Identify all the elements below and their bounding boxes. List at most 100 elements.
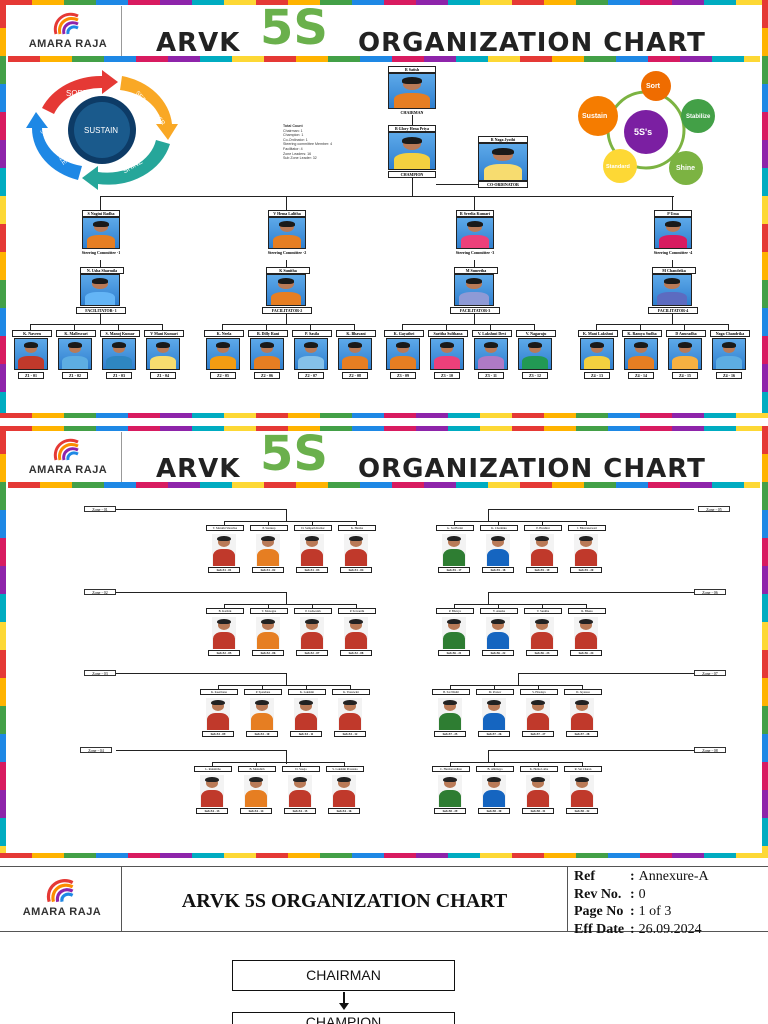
connector-line xyxy=(74,324,75,330)
meta-row: Ref:Annexure-A xyxy=(574,868,764,886)
sub-zone-leader-code: Sub Z8 - 31 xyxy=(522,808,554,814)
meta-colon: : xyxy=(630,904,635,919)
chart-page-1: AMARA RAJA ARVK 5S ORGANIZATION CHART SO… xyxy=(0,0,768,418)
steering-member-role: Steering Committee -3 xyxy=(455,250,495,255)
zone-leader-code: Z3 - 09 xyxy=(390,372,416,379)
connector-line xyxy=(306,685,307,689)
connector-line xyxy=(454,521,586,522)
connector-line xyxy=(262,685,263,689)
connector-line xyxy=(312,521,313,525)
connector-line xyxy=(488,509,489,521)
sub-zone-leader-name: J. Bhuvaneswari xyxy=(568,525,606,531)
connector-line xyxy=(474,314,475,324)
document-title: ARVK 5S ORGANIZATION CHART xyxy=(181,890,508,912)
sub-zone-leader-photo xyxy=(570,775,594,807)
5s-bubbles-graphic: Sort Stabilize Shine Standard Sustain 5S… xyxy=(578,71,715,185)
meta-key: Rev No. xyxy=(574,886,622,902)
facilitator-name: M Chandrika xyxy=(652,267,696,274)
connector-line xyxy=(672,314,673,324)
title-prefix: ARVK xyxy=(156,454,241,482)
sub-zone-leader-photo xyxy=(530,534,554,566)
sub-zone-leader-code: Sub Z4 - 14 xyxy=(240,808,272,814)
zone-tag-left: Zone - 04 xyxy=(80,747,112,753)
connector-line xyxy=(474,196,475,210)
sub-zone-leader-name: K. Hema Latha xyxy=(520,766,558,772)
company-logo: AMARA RAJA xyxy=(14,8,122,54)
connector-line xyxy=(454,604,455,608)
total-count-notes: Total Count Chairman: 1 Champion: 1 Co-O… xyxy=(283,124,332,161)
zone-tag-right: Zone - 08 xyxy=(694,747,726,753)
steering-member-photo xyxy=(268,217,306,249)
meta-key: Page No xyxy=(574,904,624,919)
chairman-name: R Satish xyxy=(388,66,436,73)
sub-zone-leader-photo xyxy=(526,698,550,730)
connector-line xyxy=(116,673,286,674)
champion-photo xyxy=(388,132,436,170)
facilitator-role: FACILITATOR-4 xyxy=(648,307,698,314)
sub-zone-leader-photo xyxy=(256,617,280,649)
sub-zone-leader-name: P. Sravanthi xyxy=(338,608,376,614)
sub-zone-leader-photo xyxy=(200,775,224,807)
steering-member-name: V Hema Lalitha xyxy=(268,210,306,217)
sub-zone-leader-code: Sub Z5 - 18 xyxy=(482,567,514,573)
logo-text: AMARA RAJA xyxy=(22,906,102,918)
zone-leader-photo xyxy=(712,338,746,370)
sub-zone-leader-name: T. Maruthi Shravika xyxy=(206,525,244,531)
connector-line xyxy=(116,592,286,593)
meta-row: Rev No.:0 xyxy=(574,886,764,904)
page-header: AMARA RAJA ARVK 5S ORGANIZATION CHART xyxy=(8,6,760,56)
connector-line xyxy=(454,604,586,605)
steering-member-role: Steering Committee -1 xyxy=(81,250,121,255)
zone-leader-code: Z1 - 01 xyxy=(18,372,44,379)
connector-arrow xyxy=(343,992,345,1006)
sub-zone-leader-code: Sub Z6 - 23 xyxy=(526,650,558,656)
title-5s: 5S xyxy=(260,6,328,56)
color-border-right xyxy=(762,0,768,418)
zone-tag-right: Zone - 07 xyxy=(694,670,726,676)
notes-line: Facilitator: 4 xyxy=(283,146,303,151)
color-border-right xyxy=(762,426,768,858)
meta-colon: : xyxy=(630,869,635,884)
zone-leader-code: Z3 - 10 xyxy=(434,372,460,379)
facilitator-photo xyxy=(266,274,306,306)
connector-line xyxy=(212,762,213,766)
sub-zone-leader-name: K. Charmika xyxy=(480,525,518,531)
sub-zone-leader-code: Sub Z5 - 17 xyxy=(438,567,470,573)
sub-zone-leader-name: R. Sai Charan xyxy=(564,766,602,772)
zone-leader-name: K. Neela xyxy=(204,330,244,337)
connector-line xyxy=(116,750,286,751)
connector-line xyxy=(100,314,101,324)
zone-leader-photo xyxy=(206,338,240,370)
zone-leader-photo xyxy=(430,338,464,370)
sub-zone-leader-photo xyxy=(250,698,274,730)
zone-tag-left: Zone - 01 xyxy=(84,506,116,512)
sub-zone-leader-name: R. Bhanu xyxy=(568,608,606,614)
connector-line xyxy=(356,604,357,608)
connector-line xyxy=(116,509,286,510)
zone-leader-photo xyxy=(58,338,92,370)
zone-leader-name: D Anuradha xyxy=(666,330,706,337)
connector-line xyxy=(582,762,583,766)
company-logo: AMARA RAJA xyxy=(14,434,122,480)
facilitator-name: N. Usha Sharmila xyxy=(80,267,124,274)
bubble-label-standard: Standard xyxy=(606,164,630,170)
zone-leader-name: S. Manoj Kumar xyxy=(100,330,140,337)
connector-line xyxy=(596,324,728,325)
notes-line: Zone Leaders: 16 xyxy=(283,151,312,156)
notes-line: Total Count xyxy=(283,124,303,128)
connector-line xyxy=(350,685,351,689)
zone-leader-photo xyxy=(146,338,180,370)
sub-zone-leader-name: B. Karthik xyxy=(206,608,244,614)
sub-zone-leader-photo xyxy=(338,698,362,730)
sub-zone-leader-name: B. Sai Nikhil xyxy=(432,689,470,695)
sub-zone-leader-photo xyxy=(288,775,312,807)
zone-leader-name: K. Naveen xyxy=(12,330,52,337)
sub-zone-leader-name: P. Spandana xyxy=(244,689,282,695)
connector-line xyxy=(354,324,355,330)
color-border-top xyxy=(0,0,768,5)
chairman-role: CHAIRMAN xyxy=(400,110,424,115)
page-header: AMARA RAJA ARVK 5S ORGANIZATION CHART Re… xyxy=(0,866,768,937)
sub-zone-leader-photo xyxy=(438,698,462,730)
sub-zone-leader-name: P. Bhavya xyxy=(436,608,474,614)
connector-line xyxy=(488,750,694,751)
